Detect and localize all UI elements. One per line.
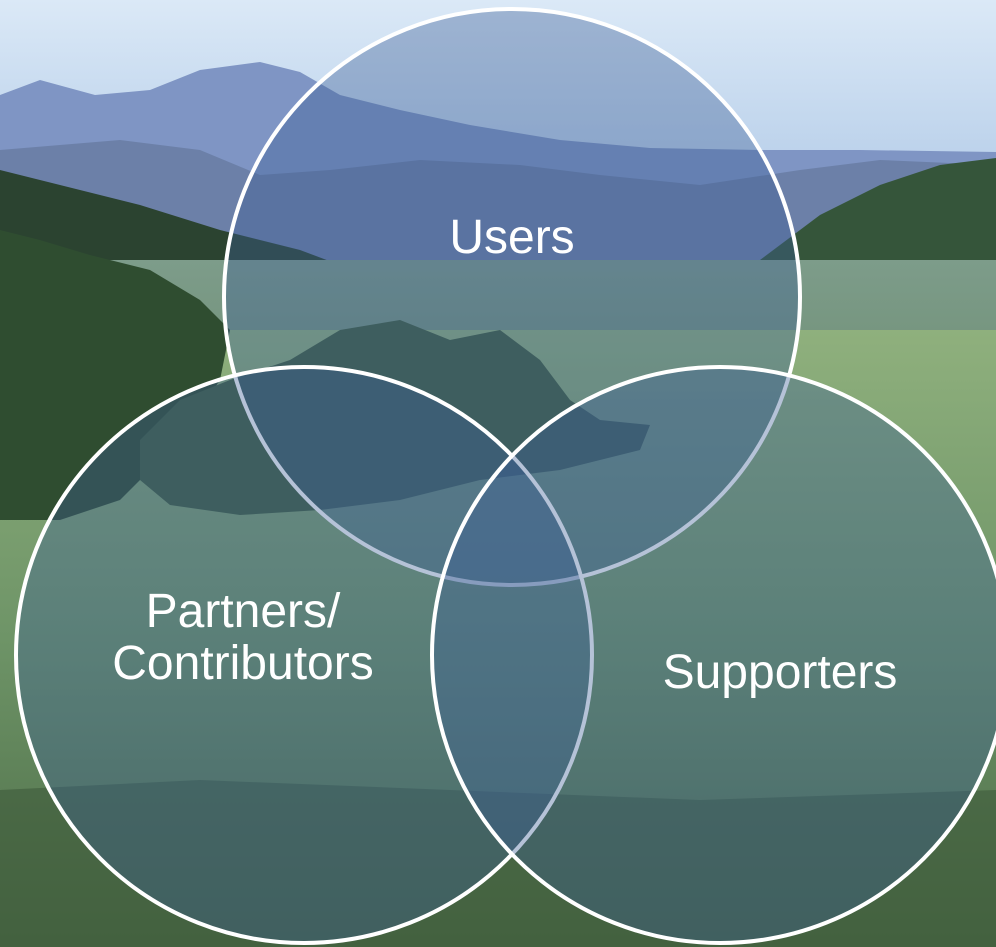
venn-label-supporters-line-1: Supporters — [663, 646, 898, 699]
venn-label-supporters: Supporters — [663, 646, 898, 699]
venn-label-partners-line-1: Partners/ — [146, 585, 341, 638]
venn-label-partners-line-2: Contributors — [112, 637, 373, 690]
venn-circles — [14, 7, 996, 945]
venn-circle-supporters — [430, 365, 996, 945]
venn-circle-users — [222, 7, 802, 587]
venn-label-users-line-1: Users — [449, 211, 574, 264]
venn-label-partners: Partners/Contributors — [112, 585, 373, 690]
venn-circle-partners — [14, 365, 594, 945]
venn-label-users: Users — [449, 211, 574, 264]
grass-shadow — [0, 780, 996, 947]
